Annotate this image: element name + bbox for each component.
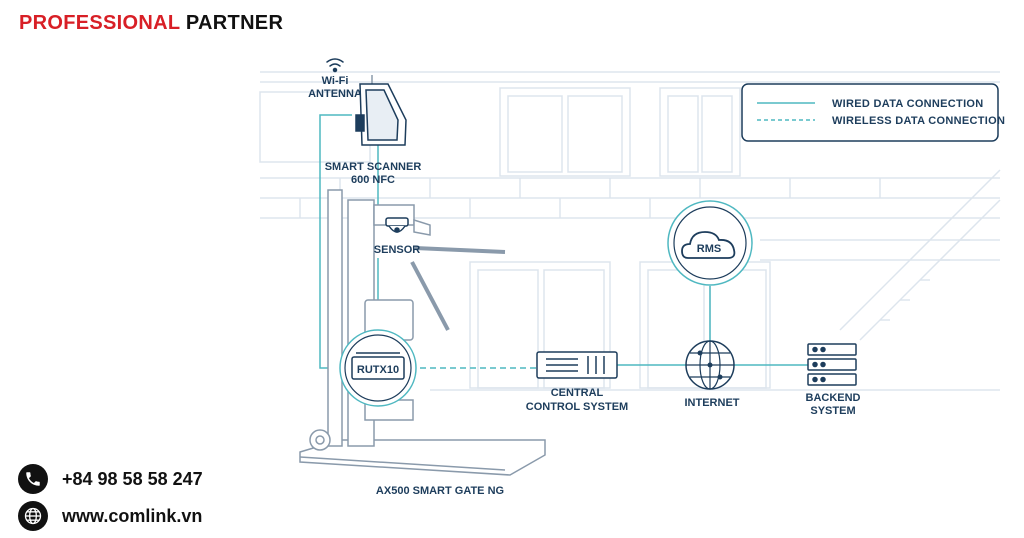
website-link[interactable]: www.comlink.vn: [62, 505, 203, 526]
scanner-label-line1: SMART SCANNER: [325, 161, 422, 173]
phone-icon: [18, 464, 48, 494]
globe-icon: [18, 501, 48, 531]
sensor-icon: [385, 217, 409, 233]
router-label: RUTX10: [357, 364, 399, 376]
sensor-label: SENSOR: [374, 244, 421, 256]
scanner-label-line2: 600 NFC: [351, 174, 395, 186]
smart-scanner: [355, 83, 407, 146]
legend-wired-label: WIRED DATA CONNECTION: [832, 98, 984, 110]
brand-part1: PROFESSIONAL: [19, 12, 181, 34]
wifi-label-line1: Wi-Fi: [322, 75, 349, 87]
rms-label: RMS: [697, 243, 721, 255]
brand-heading: PROFESSIONAL PARTNER: [19, 12, 283, 35]
legend: WIRED DATA CONNECTION WIRELESS DATA CONN…: [741, 83, 1005, 142]
phone-contact: +84 98 58 58 247: [18, 464, 203, 494]
central-control-system-icon: [536, 351, 618, 379]
wifi-icon: [326, 58, 344, 73]
gate-label: AX500 SMART GATE NG: [376, 485, 504, 497]
legend-wireless-label: WIRELESS DATA CONNECTION: [832, 115, 1005, 127]
backend-label-line2: SYSTEM: [810, 405, 855, 417]
backend-server-icon: [807, 343, 857, 386]
brand-part2: PARTNER: [185, 12, 284, 34]
internet-label: INTERNET: [685, 397, 740, 409]
central-label-line2: CONTROL SYSTEM: [526, 401, 628, 413]
router-rutx10: RUTX10: [339, 329, 417, 407]
website-contact: www.comlink.vn: [18, 501, 202, 531]
internet-globe: [685, 340, 735, 390]
rms-cloud: RMS: [667, 200, 753, 286]
central-label-line1: CENTRAL: [551, 387, 604, 399]
backend-label-line1: BACKEND: [806, 392, 861, 404]
wifi-label-line2: ANTENNA: [308, 88, 362, 100]
cloud-icon: [681, 231, 736, 259]
phone-number[interactable]: +84 98 58 58 247: [62, 468, 203, 489]
